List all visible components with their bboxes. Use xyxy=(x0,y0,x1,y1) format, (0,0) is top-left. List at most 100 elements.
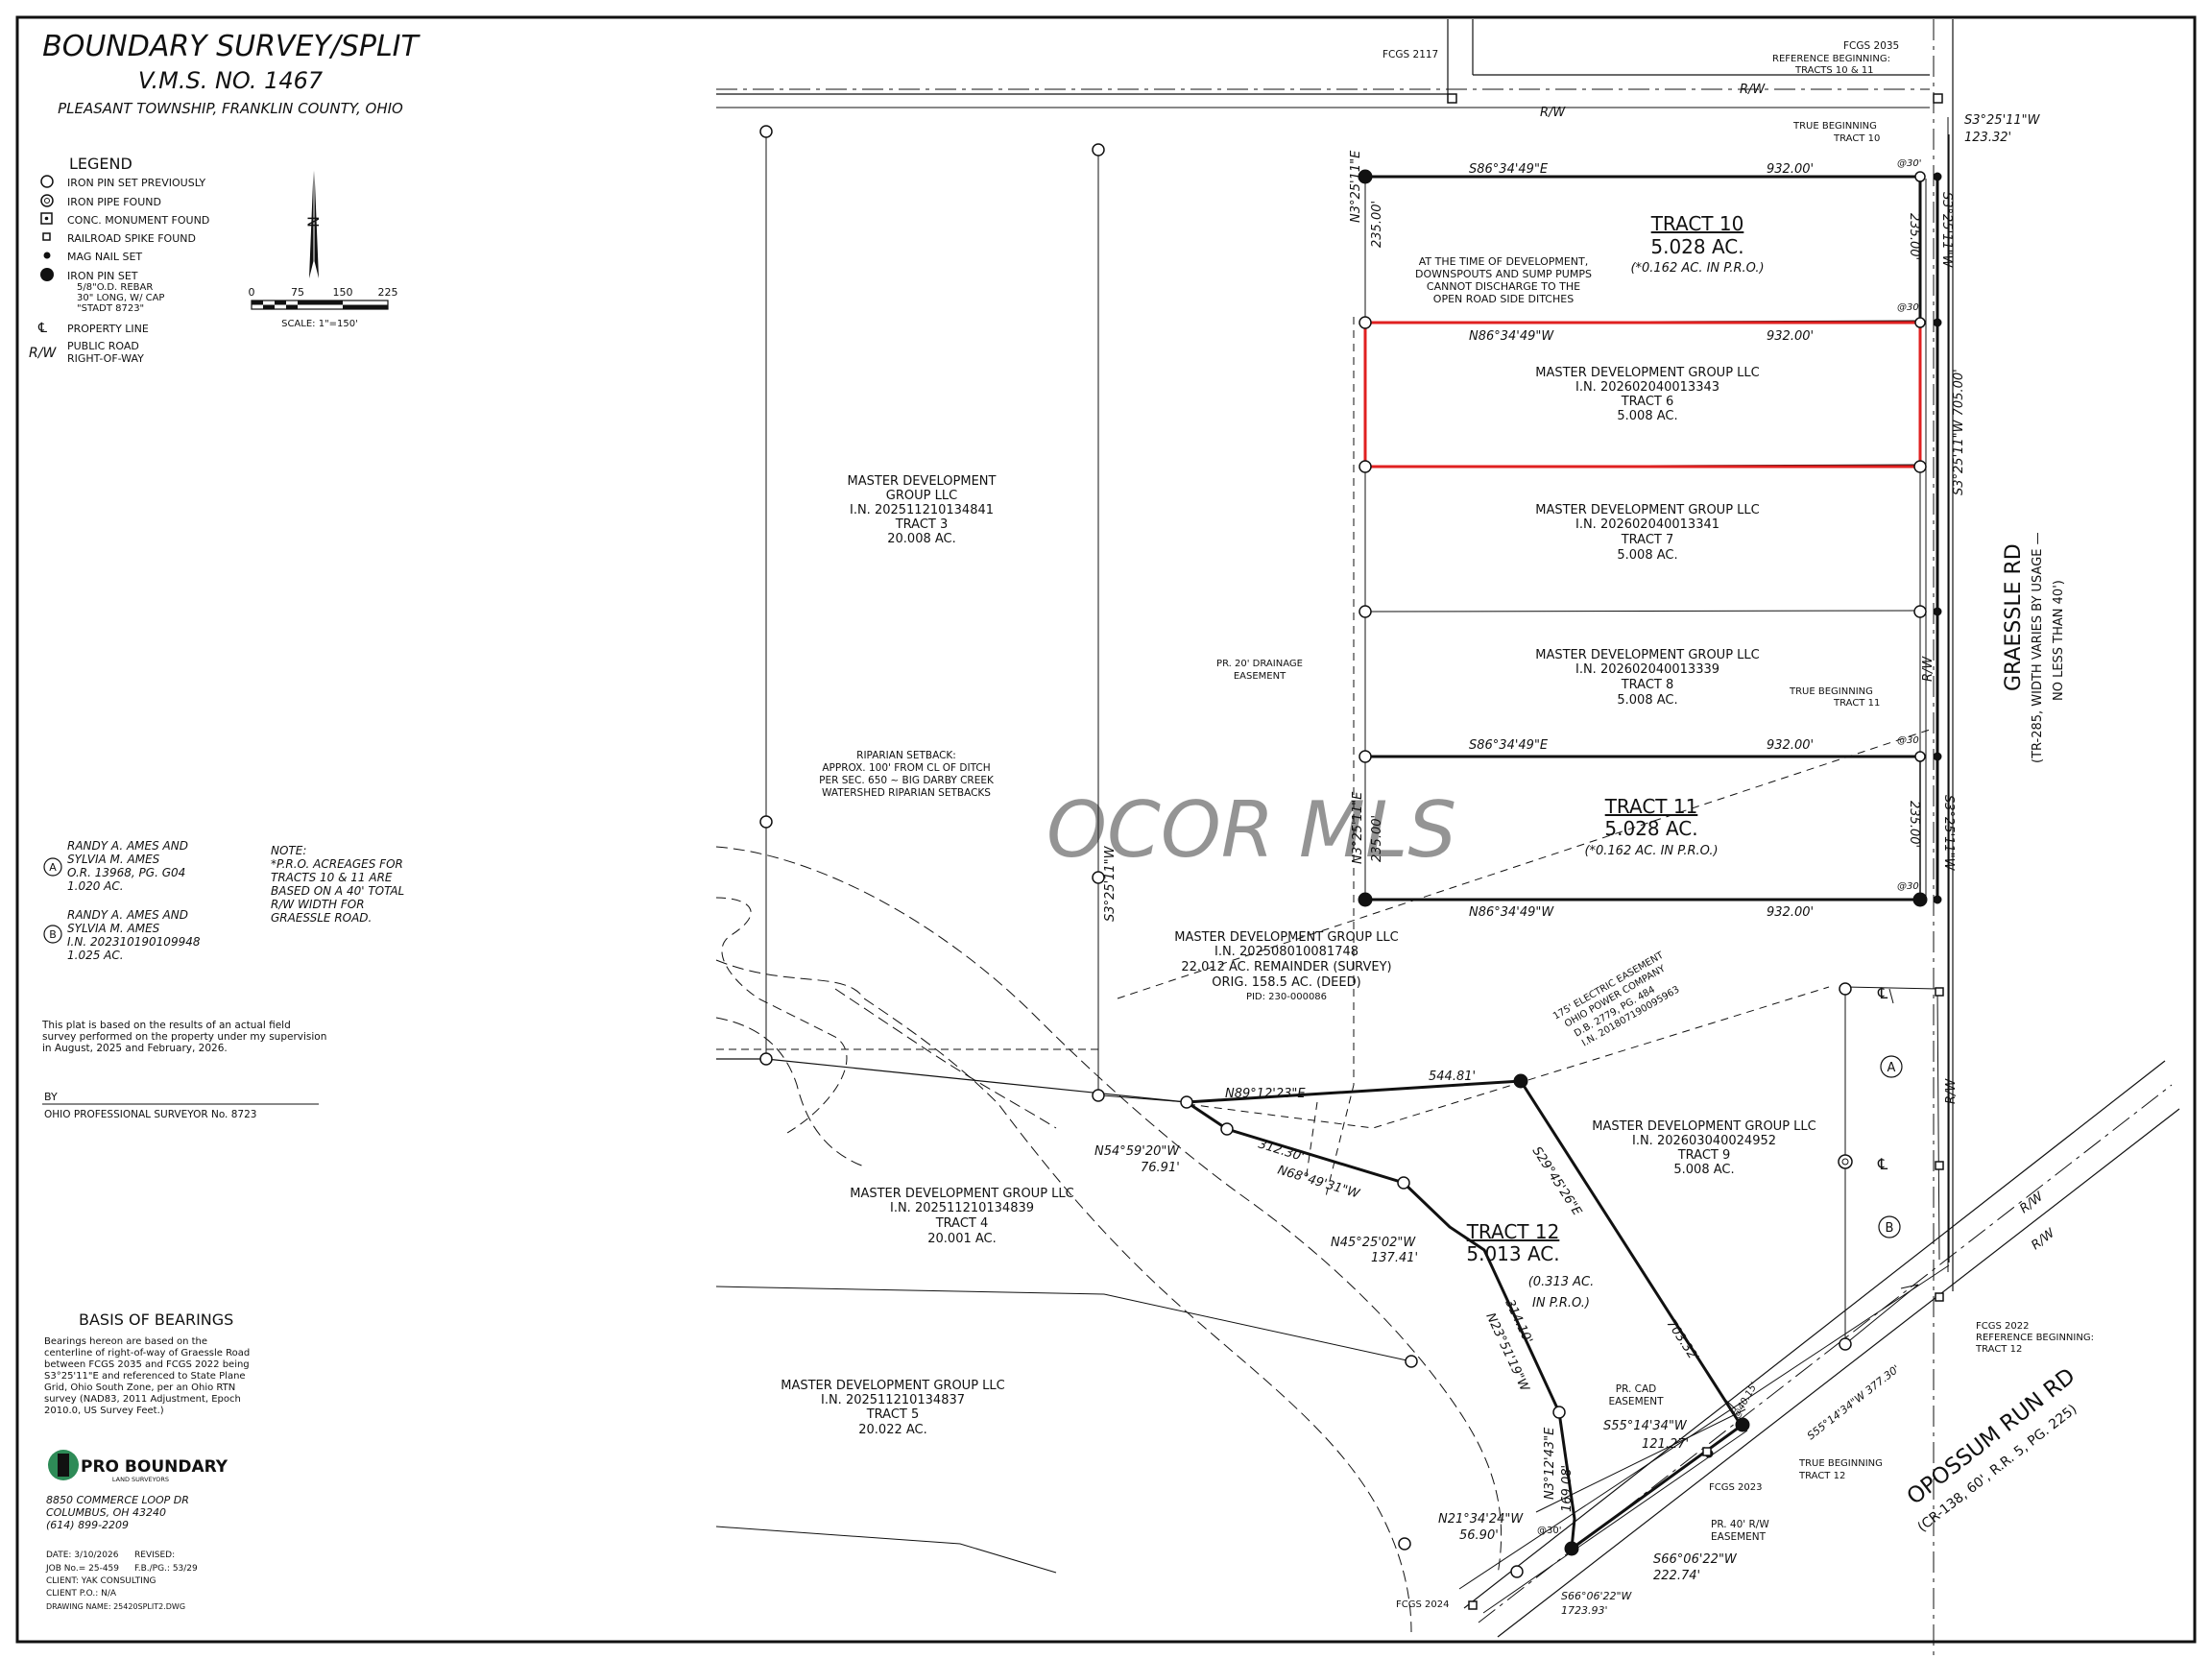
company-logo: PRO BOUNDARY LAND SURVEYORS xyxy=(48,1450,228,1483)
svg-text:@30': @30' xyxy=(1897,881,1921,892)
svg-text:I.N. 202602040013341: I.N. 202602040013341 xyxy=(1575,517,1719,532)
mag-nail-icon xyxy=(1933,172,1942,181)
svg-text:S55°14'34"W: S55°14'34"W xyxy=(1603,1419,1688,1433)
sheet-border xyxy=(15,15,2197,1644)
iron-pin-icon xyxy=(759,815,773,829)
svg-text:WATERSHED RIPARIAN SETBACKS: WATERSHED RIPARIAN SETBACKS xyxy=(822,787,991,799)
svg-text:S3°25'11"W: S3°25'11"W xyxy=(1941,795,1956,872)
svg-text:MASTER DEVELOPMENT GROUP LLC: MASTER DEVELOPMENT GROUP LLC xyxy=(781,1379,1004,1393)
title-main: BOUNDARY SURVEY/SPLIT xyxy=(42,30,421,63)
svg-text:R/W: R/W xyxy=(1540,106,1566,120)
svg-text:B: B xyxy=(1886,1221,1894,1236)
svg-text:DRAWING NAME: 25420SPLIT2.DWG: DRAWING NAME: 25420SPLIT2.DWG xyxy=(46,1602,185,1611)
svg-text:N86°34'49"W: N86°34'49"W xyxy=(1469,329,1554,344)
legend-item: RAILROAD SPIKE FOUND xyxy=(67,232,196,245)
iron-pin-icon xyxy=(1358,460,1372,473)
iron-pin-icon xyxy=(1839,1337,1852,1351)
svg-text:FCGS 2023: FCGS 2023 xyxy=(1709,1482,1762,1493)
svg-text:312.30': 312.30' xyxy=(1257,1137,1306,1165)
svg-text:NO LESS THAN 40'): NO LESS THAN 40') xyxy=(2052,580,2066,701)
svg-text:N3°12'43"E: N3°12'43"E xyxy=(1543,1427,1557,1500)
iron-pipe-icon xyxy=(1838,1154,1853,1169)
iron-pin-set-icon xyxy=(1358,169,1373,184)
north-arrow-icon: N xyxy=(304,158,323,278)
svg-text:235.00': 235.00' xyxy=(1907,801,1921,848)
svg-text:S66°06'22"W: S66°06'22"W xyxy=(1653,1552,1738,1567)
svg-text:20.001 AC.: 20.001 AC. xyxy=(927,1232,997,1246)
svg-text:MASTER DEVELOPMENT GROUP LLC: MASTER DEVELOPMENT GROUP LLC xyxy=(1174,930,1398,945)
svg-text:R/W: R/W xyxy=(1740,83,1766,97)
svg-text:SYLVIA M. AMES: SYLVIA M. AMES xyxy=(67,922,160,935)
mag-nail-icon xyxy=(1933,607,1942,616)
iron-pin-icon xyxy=(1180,1095,1193,1109)
svg-text:S3°25'11"W: S3°25'11"W xyxy=(1939,192,1954,269)
svg-text:RANDY A. AMES AND: RANDY A. AMES AND xyxy=(67,908,188,922)
scale-tick: 150 xyxy=(333,286,353,299)
monument-icon xyxy=(1468,1600,1478,1610)
svg-text:(614) 899-2209: (614) 899-2209 xyxy=(46,1519,129,1531)
svg-text:5.008 AC.: 5.008 AC. xyxy=(1673,1163,1734,1177)
svg-text:GRAESSLE ROAD.: GRAESSLE ROAD. xyxy=(271,911,372,925)
svg-text:BASED ON A 40' TOTAL: BASED ON A 40' TOTAL xyxy=(271,884,404,898)
svg-text:@30': @30' xyxy=(1897,158,1921,169)
svg-text:GROUP LLC: GROUP LLC xyxy=(886,489,957,503)
svg-text:LAND SURVEYORS: LAND SURVEYORS xyxy=(112,1476,169,1483)
svg-text:*P.R.O. ACREAGES FOR: *P.R.O. ACREAGES FOR xyxy=(271,857,403,871)
svg-text:(*0.162 AC. IN P.R.O.): (*0.162 AC. IN P.R.O.) xyxy=(1630,261,1764,276)
svg-text:℄: ℄ xyxy=(1877,984,1888,1002)
mag-nail-icon xyxy=(1933,895,1942,904)
svg-text:MASTER DEVELOPMENT: MASTER DEVELOPMENT xyxy=(848,474,997,489)
tract-11-name: TRACT 11 xyxy=(1604,795,1698,818)
svg-text:TRACT 5: TRACT 5 xyxy=(866,1407,920,1422)
svg-text:R/W: R/W xyxy=(1921,656,1936,682)
svg-text:S86°34'49"E: S86°34'49"E xyxy=(1469,162,1549,177)
svg-text:@30': @30' xyxy=(1897,302,1921,313)
svg-text:CANNOT DISCHARGE TO THE: CANNOT DISCHARGE TO THE xyxy=(1427,280,1580,293)
svg-text:R/W: R/W xyxy=(2017,1189,2047,1216)
svg-text:MASTER DEVELOPMENT GROUP LLC: MASTER DEVELOPMENT GROUP LLC xyxy=(1592,1119,1815,1134)
svg-text:Grid, Ohio South Zone, per an: Grid, Ohio South Zone, per an Ohio RTN xyxy=(44,1382,235,1393)
svg-text:N54°59'20"W: N54°59'20"W xyxy=(1094,1144,1180,1159)
svg-text:FCGS 2035: FCGS 2035 xyxy=(1843,40,1899,52)
iron-pin-set-icon xyxy=(1358,892,1373,907)
iron-pin-set-icon xyxy=(1912,892,1928,907)
svg-text:REFERENCE BEGINNING:: REFERENCE BEGINNING: xyxy=(1772,54,1890,64)
svg-text:I.N. 202511210134837: I.N. 202511210134837 xyxy=(821,1393,965,1407)
svg-text:MASTER DEVELOPMENT GROUP LLC: MASTER DEVELOPMENT GROUP LLC xyxy=(850,1187,1073,1201)
mag-nail-icon xyxy=(43,252,51,259)
svg-text:235.00': 235.00' xyxy=(1370,201,1384,248)
legend-item: IRON PIN SET xyxy=(67,270,138,282)
svg-text:S3°25'11"W: S3°25'11"W xyxy=(1964,113,2041,128)
signature-by: BY xyxy=(44,1091,58,1103)
iron-pin-set-icon xyxy=(1735,1417,1750,1432)
svg-text:1723.93': 1723.93' xyxy=(1561,1604,1608,1617)
svg-text:5.008 AC.: 5.008 AC. xyxy=(1617,409,1677,423)
iron-pipe-found-icon xyxy=(40,194,54,207)
svg-text:137.41': 137.41' xyxy=(1371,1251,1418,1265)
svg-text:EASEMENT: EASEMENT xyxy=(1711,1531,1767,1543)
company-address: 8850 COMMERCE LOOP DR COLUMBUS, OH 43240… xyxy=(46,1494,189,1531)
svg-text:I.N. 202508010081748: I.N. 202508010081748 xyxy=(1214,945,1358,959)
svg-text:TRACT 8: TRACT 8 xyxy=(1621,678,1674,692)
svg-text:CLIENT P.O.: N/A: CLIENT P.O.: N/A xyxy=(46,1589,117,1599)
legend-item: CONC. MONUMENT FOUND xyxy=(67,214,209,227)
scale-tick: 75 xyxy=(291,286,304,299)
svg-text:TRACT 12: TRACT 12 xyxy=(1975,1344,2022,1355)
svg-text:TRACT 3: TRACT 3 xyxy=(895,517,949,532)
watermark: OCOR MLS xyxy=(1046,785,1456,875)
tract-12-name: TRACT 12 xyxy=(1466,1220,1560,1243)
owner-a-note: A RANDY A. AMES AND SYLVIA M. AMES O.R. … xyxy=(43,839,188,893)
survey-statement: This plat is based on the results of an … xyxy=(41,1020,326,1054)
svg-text:NOTE:: NOTE: xyxy=(271,844,306,857)
svg-text:@30': @30' xyxy=(1537,1526,1561,1536)
title-vms: V.M.S. NO. 1467 xyxy=(138,67,324,94)
svg-text:IN P.R.O.): IN P.R.O.) xyxy=(1532,1296,1590,1310)
monument-icon xyxy=(1447,93,1457,104)
rw-icon: R/W xyxy=(29,346,57,361)
iron-pin-icon xyxy=(1358,750,1372,763)
iron-pin-icon xyxy=(1358,316,1372,329)
svg-text:PER SEC. 650 ~ BIG DARBY CREEK: PER SEC. 650 ~ BIG DARBY CREEK xyxy=(819,775,995,786)
svg-text:FCGS 2117: FCGS 2117 xyxy=(1382,49,1438,60)
legend-item: IRON PIN SET PREVIOUSLY xyxy=(67,177,205,189)
svg-text:FCGS 2022: FCGS 2022 xyxy=(1976,1321,2029,1332)
